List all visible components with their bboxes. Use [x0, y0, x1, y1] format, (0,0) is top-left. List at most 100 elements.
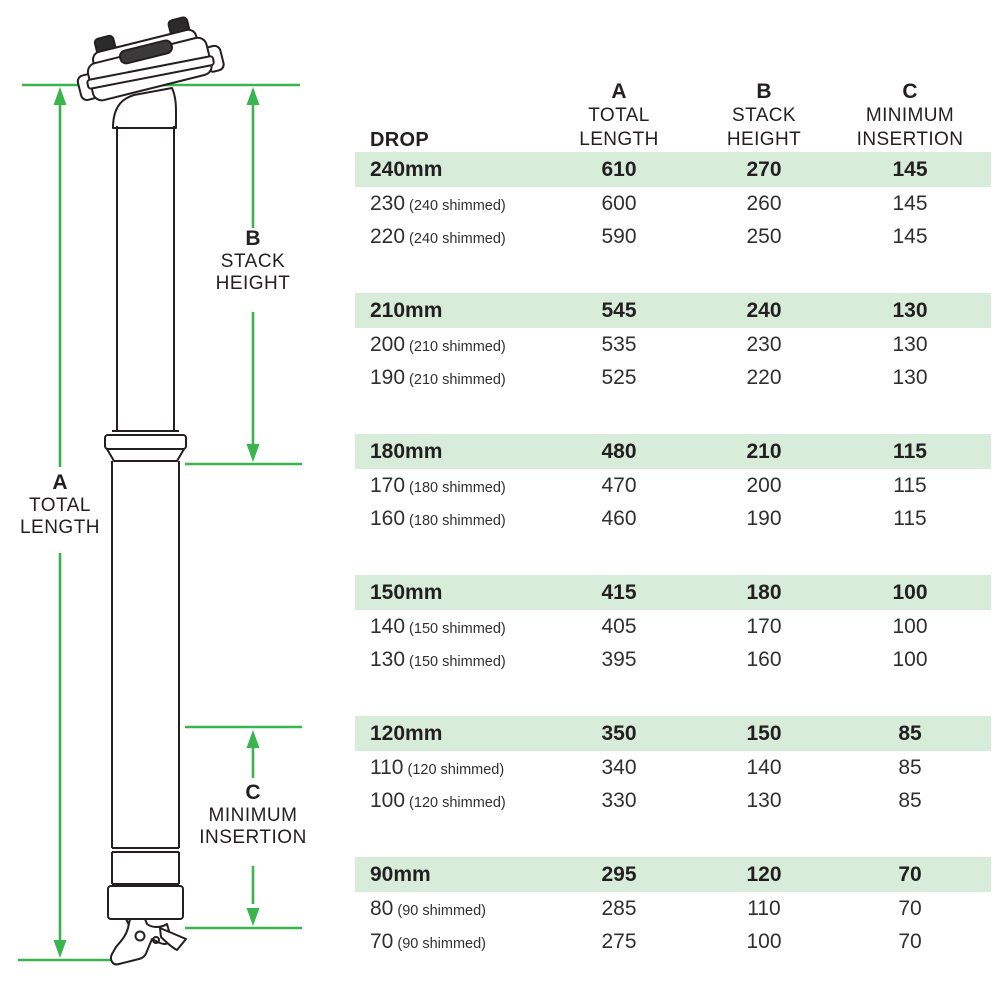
shimmed-note: (240 shimmed)	[409, 230, 506, 247]
dim-letter-a: A	[52, 471, 68, 494]
seatpost-artwork	[76, 16, 225, 966]
drop-cell: 170(180 shimmed)	[370, 473, 506, 497]
value-cell-c: 115	[893, 473, 927, 497]
value-cell-c: 115	[893, 506, 927, 530]
drop-cell: 210mm	[370, 298, 443, 322]
value-cell-a: 525	[601, 365, 637, 389]
value-cell-b: 170	[746, 614, 782, 638]
value-cell-b: 200	[746, 473, 782, 497]
value-cell-a: 545	[601, 298, 637, 322]
drop-cell: 200(210 shimmed)	[370, 332, 506, 356]
dim-letter-b: B	[245, 227, 261, 250]
value-cell-b: 260	[746, 191, 782, 215]
value-cell-c: 145	[892, 157, 928, 181]
drop-cell: 180mm	[370, 439, 443, 463]
value-cell-c: 145	[892, 224, 928, 248]
value-cell-a: 610	[601, 157, 637, 181]
dim-letter-c: C	[245, 781, 261, 804]
value-cell-a: 295	[601, 862, 637, 886]
value-cell-b: 270	[746, 157, 782, 181]
value-cell-a: 340	[601, 755, 637, 779]
column-header-drop: DROP	[370, 129, 429, 151]
table-row: 230(240 shimmed) 600 260 145	[355, 187, 991, 220]
value-cell-b: 120	[746, 862, 782, 886]
table-row: 240mm 610 270 145	[355, 152, 991, 187]
shimmed-note: (210 shimmed)	[409, 338, 506, 355]
value-cell-a: 405	[601, 614, 637, 638]
drop-cell: 70(90 shimmed)	[370, 929, 486, 953]
value-cell-c: 70	[898, 896, 922, 920]
shimmed-note: (210 shimmed)	[409, 371, 506, 388]
table-row: 210mm 545 240 130	[355, 293, 991, 328]
shimmed-note: (150 shimmed)	[409, 653, 506, 670]
value-cell-b: 250	[746, 224, 782, 248]
dimension-arrows	[53, 87, 260, 958]
drop-cell: 240mm	[370, 157, 443, 181]
dim-label-total-length: A TOTAL LENGTH	[0, 471, 120, 539]
value-cell-b: 240	[746, 298, 782, 322]
shimmed-note: (90 shimmed)	[397, 935, 486, 952]
shimmed-note: (240 shimmed)	[409, 197, 506, 214]
drop-cell: 130(150 shimmed)	[370, 647, 506, 671]
value-cell-c: 85	[898, 721, 922, 745]
drop-cell: 220(240 shimmed)	[370, 224, 506, 248]
value-cell-a: 415	[601, 580, 637, 604]
value-cell-a: 600	[601, 191, 637, 215]
drop-cell: 230(240 shimmed)	[370, 191, 506, 215]
value-cell-c: 145	[892, 191, 928, 215]
drop-cell: 100(120 shimmed)	[370, 788, 506, 812]
table-row: 170(180 shimmed) 470 200 115	[355, 469, 991, 502]
value-cell-b: 190	[746, 506, 782, 530]
value-cell-c: 130	[892, 365, 928, 389]
dim-label-stack-height: B STACK HEIGHT	[173, 227, 333, 295]
value-cell-c: 100	[892, 647, 928, 671]
value-cell-c: 70	[898, 862, 922, 886]
column-header-stack-height: B STACK HEIGHT	[726, 80, 802, 150]
shimmed-note: (120 shimmed)	[407, 761, 505, 778]
value-cell-b: 210	[746, 439, 782, 463]
value-cell-a: 275	[601, 929, 637, 953]
value-cell-c: 100	[892, 614, 928, 638]
column-header-total-length: A TOTAL LENGTH	[579, 80, 659, 150]
value-cell-b: 220	[746, 365, 782, 389]
seatpost-diagram: B STACK HEIGHT A TOTAL LENGTH C MINIMUM …	[0, 0, 340, 1000]
drop-cell: 120mm	[370, 721, 443, 745]
value-cell-b: 150	[746, 721, 782, 745]
shimmed-note: (150 shimmed)	[409, 620, 506, 637]
value-cell-c: 85	[898, 788, 922, 812]
shimmed-note: (180 shimmed)	[409, 512, 506, 529]
value-cell-b: 230	[746, 332, 782, 356]
column-header-minimum-insertion: C MINIMUM INSERTION	[856, 80, 964, 150]
dim-label-minimum-insertion: C MINIMUM INSERTION	[163, 781, 343, 849]
value-cell-c: 85	[898, 755, 922, 779]
value-cell-c: 100	[892, 580, 928, 604]
value-cell-a: 480	[601, 439, 637, 463]
value-cell-b: 130	[746, 788, 782, 812]
table-row: 140(150 shimmed) 405 170 100	[355, 610, 991, 643]
value-cell-a: 470	[601, 473, 637, 497]
value-cell-a: 535	[601, 332, 637, 356]
drop-cell: 140(150 shimmed)	[370, 614, 506, 638]
value-cell-b: 180	[746, 580, 782, 604]
value-cell-c: 130	[892, 298, 928, 322]
table-header: DROP A TOTAL LENGTH B STACK HEIGHT C MIN…	[355, 30, 991, 152]
drop-cell: 160(180 shimmed)	[370, 506, 506, 530]
table-row: 150mm 415 180 100	[355, 575, 991, 610]
value-cell-b: 160	[746, 647, 782, 671]
value-cell-b: 140	[746, 755, 782, 779]
value-cell-a: 395	[601, 647, 637, 671]
drop-cell: 150mm	[370, 580, 443, 604]
